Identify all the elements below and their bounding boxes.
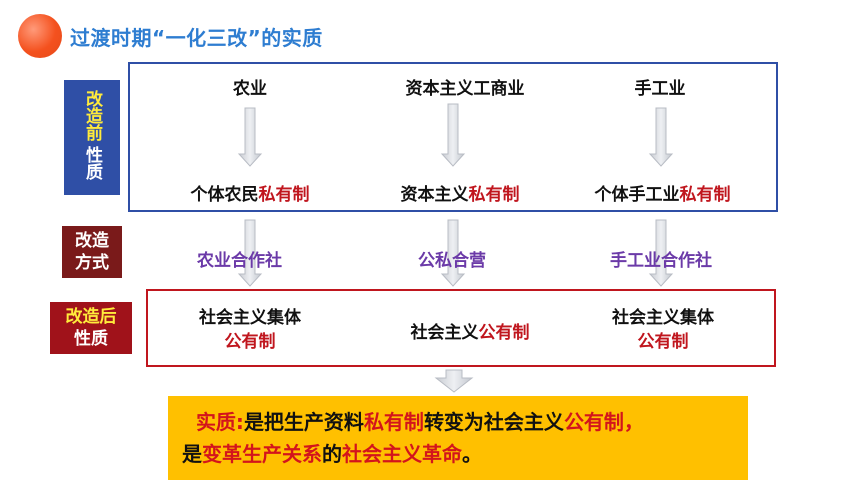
before-handicraft-prefix: 个体手工业 xyxy=(594,185,680,205)
summary-essence-label: 实质: xyxy=(195,410,244,434)
after-label-line1: 改造后 xyxy=(65,307,117,327)
after-handicraft-line1: 社会主义集体 xyxy=(612,308,714,328)
arrow-down-icon xyxy=(237,219,263,287)
after-handicraft-red: 公有制 xyxy=(637,332,689,352)
before-capitalist-industry: 资本主义私有制 xyxy=(375,180,545,205)
after-nature-box xyxy=(146,289,776,367)
before-nature-box xyxy=(128,62,778,212)
method-capitalist-industry: 公私合营 xyxy=(418,251,486,271)
arrow-down-icon xyxy=(648,219,674,287)
before-capitalist-prefix: 资本主义 xyxy=(400,185,469,205)
before-agriculture: 个体农民私有制 xyxy=(170,180,330,205)
after-label-line2: 性质 xyxy=(74,329,108,349)
essence-summary-box: 实质:是把生产资料私有制转变为社会主义公有制， 是变革生产关系的社会主义革命。 xyxy=(168,396,748,480)
column-head-agriculture: 农业 xyxy=(233,79,267,99)
after-agriculture-line1: 社会主义集体 xyxy=(199,308,301,328)
method-handicraft: 手工业合作社 xyxy=(610,251,712,271)
summary-line1: 实质:是把生产资料私有制转变为社会主义公有制， xyxy=(182,406,734,438)
arrow-down-icon xyxy=(434,369,474,393)
method-label-line2: 方式 xyxy=(75,253,109,273)
after-capitalist-industry: 社会主义公有制 xyxy=(385,318,555,343)
summary-public-ownership: 公有制， xyxy=(563,410,644,434)
column-head-capitalist-industry: 资本主义工商业 xyxy=(405,79,525,99)
before-label-highlight: 改造前 xyxy=(82,90,102,141)
summary-text: 的 xyxy=(322,442,342,466)
method-agriculture: 农业合作社 xyxy=(197,251,282,271)
title-bullet-circle xyxy=(18,14,62,58)
summary-text: 是 xyxy=(182,442,202,466)
summary-socialist-revolution: 社会主义革命 xyxy=(342,442,462,466)
column-head-handicraft: 手工业 xyxy=(634,79,686,99)
after-capitalist-prefix: 社会主义 xyxy=(410,323,479,343)
summary-text: 转变为社会主义 xyxy=(423,410,564,434)
summary-relations-change: 变革生产关系 xyxy=(202,442,322,466)
after-handicraft: 社会主义集体 公有制 xyxy=(583,306,743,354)
method-label-line1: 改造 xyxy=(75,231,109,251)
before-capitalist-red: 私有制 xyxy=(468,185,520,205)
summary-text: 。 xyxy=(462,442,482,466)
page-title: 过渡时期“一化三改”的实质 xyxy=(70,26,323,50)
before-label-rest: 性质 xyxy=(82,146,102,180)
arrow-down-icon xyxy=(648,107,674,167)
after-agriculture: 社会主义集体 公有制 xyxy=(170,306,330,354)
before-agriculture-prefix: 个体农民 xyxy=(190,185,259,205)
summary-text: 是把生产资料 xyxy=(243,410,364,434)
after-nature-label: 改造后 性质 xyxy=(50,302,132,354)
arrow-down-icon xyxy=(440,103,466,167)
after-agriculture-red: 公有制 xyxy=(224,332,276,352)
before-handicraft: 个体手工业私有制 xyxy=(575,180,750,205)
summary-line2: 是变革生产关系的社会主义革命。 xyxy=(182,438,734,470)
method-label: 改造 方式 xyxy=(62,226,122,278)
before-nature-label: 改造前 性质 xyxy=(64,80,120,195)
after-capitalist-red: 公有制 xyxy=(478,323,530,343)
summary-private-ownership: 私有制 xyxy=(363,410,424,434)
before-agriculture-red: 私有制 xyxy=(258,185,310,205)
arrow-down-icon xyxy=(440,219,466,287)
arrow-down-icon xyxy=(237,107,263,167)
before-handicraft-red: 私有制 xyxy=(679,185,731,205)
